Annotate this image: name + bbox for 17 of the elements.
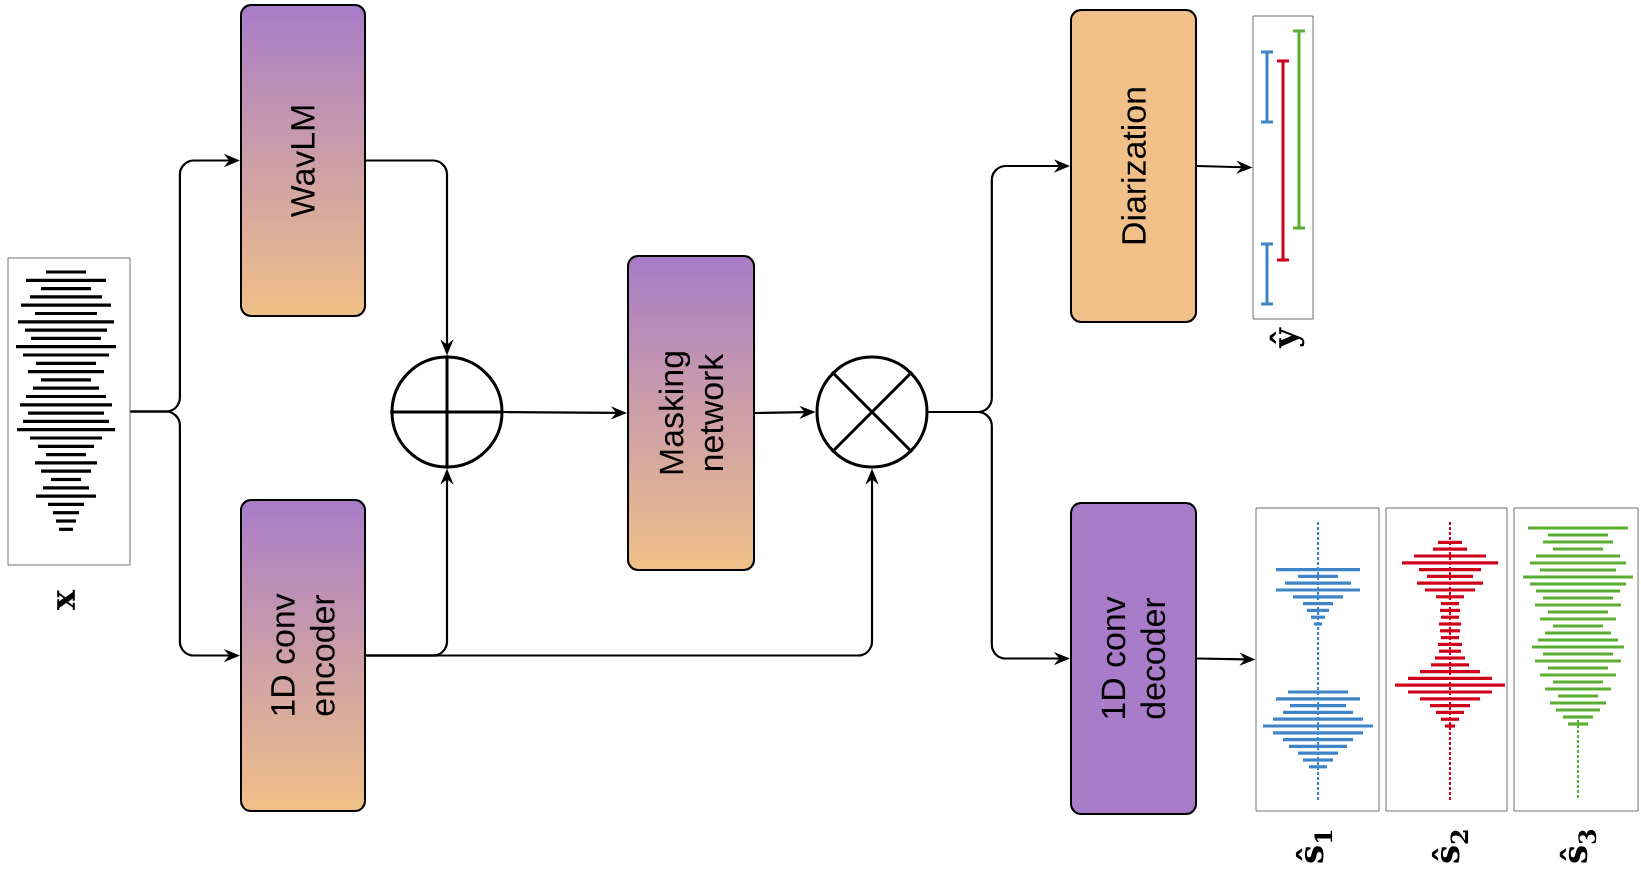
operator-circle bbox=[390, 355, 504, 469]
output-label: ŝ$_{1}$ bbox=[1295, 830, 1333, 863]
process-box: 1D conv encoder bbox=[240, 499, 366, 812]
process-box: Diarization bbox=[1070, 9, 1197, 323]
output-label: ŝ$_{3}$ bbox=[1559, 830, 1597, 863]
waveform-plot bbox=[7, 257, 131, 566]
operator-circle bbox=[815, 355, 929, 469]
process-box: Masking network bbox=[627, 255, 755, 571]
output-label: ŝ$_{2}$ bbox=[1431, 830, 1469, 863]
process-box: WavLM bbox=[240, 4, 366, 317]
waveform-plot bbox=[1385, 507, 1508, 812]
waveform-plot bbox=[1255, 507, 1380, 812]
output-label: x bbox=[57, 589, 75, 611]
diarization-output-plot bbox=[1252, 15, 1314, 320]
process-box: 1D conv decoder bbox=[1070, 502, 1197, 815]
output-label: ŷ bbox=[1269, 327, 1305, 349]
waveform-plot bbox=[1513, 507, 1639, 812]
